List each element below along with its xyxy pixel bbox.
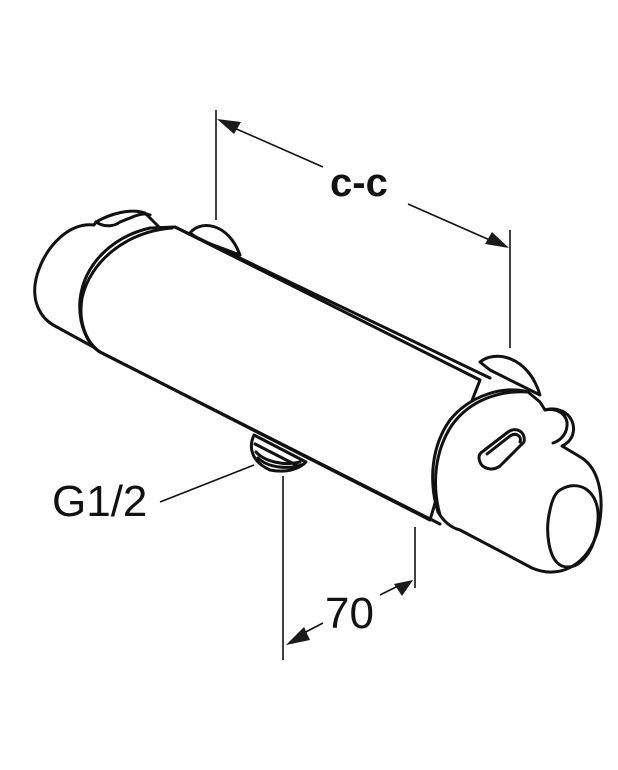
left-wall-connector xyxy=(188,224,242,257)
cc-dimension-line-right xyxy=(407,203,493,242)
cc-dimension-label: c-c xyxy=(330,161,388,205)
body-front-curve xyxy=(79,226,174,354)
offset-arrow-right-icon xyxy=(394,580,413,596)
right-cap-notch xyxy=(543,408,569,445)
body-top-edge xyxy=(173,225,492,380)
body-bottom-edge xyxy=(98,350,442,526)
control-slot xyxy=(477,428,526,471)
right-wall-connector xyxy=(478,354,542,397)
right-cap-ring xyxy=(434,390,530,517)
thread-leader-line xyxy=(159,464,255,503)
control-slot-inner xyxy=(485,432,522,456)
threaded-outlet xyxy=(249,433,308,473)
left-cap-groove xyxy=(94,212,152,228)
offset-dimension-label: 70 xyxy=(325,589,374,638)
cc-arrow-right-icon xyxy=(485,232,509,248)
cc-arrow-left-icon xyxy=(217,119,241,134)
thread-dimension-label: G1/2 xyxy=(52,477,147,526)
outlet-opening xyxy=(546,484,600,569)
offset-arrow-left-icon xyxy=(286,627,310,645)
cc-dimension-line-left xyxy=(231,126,324,168)
